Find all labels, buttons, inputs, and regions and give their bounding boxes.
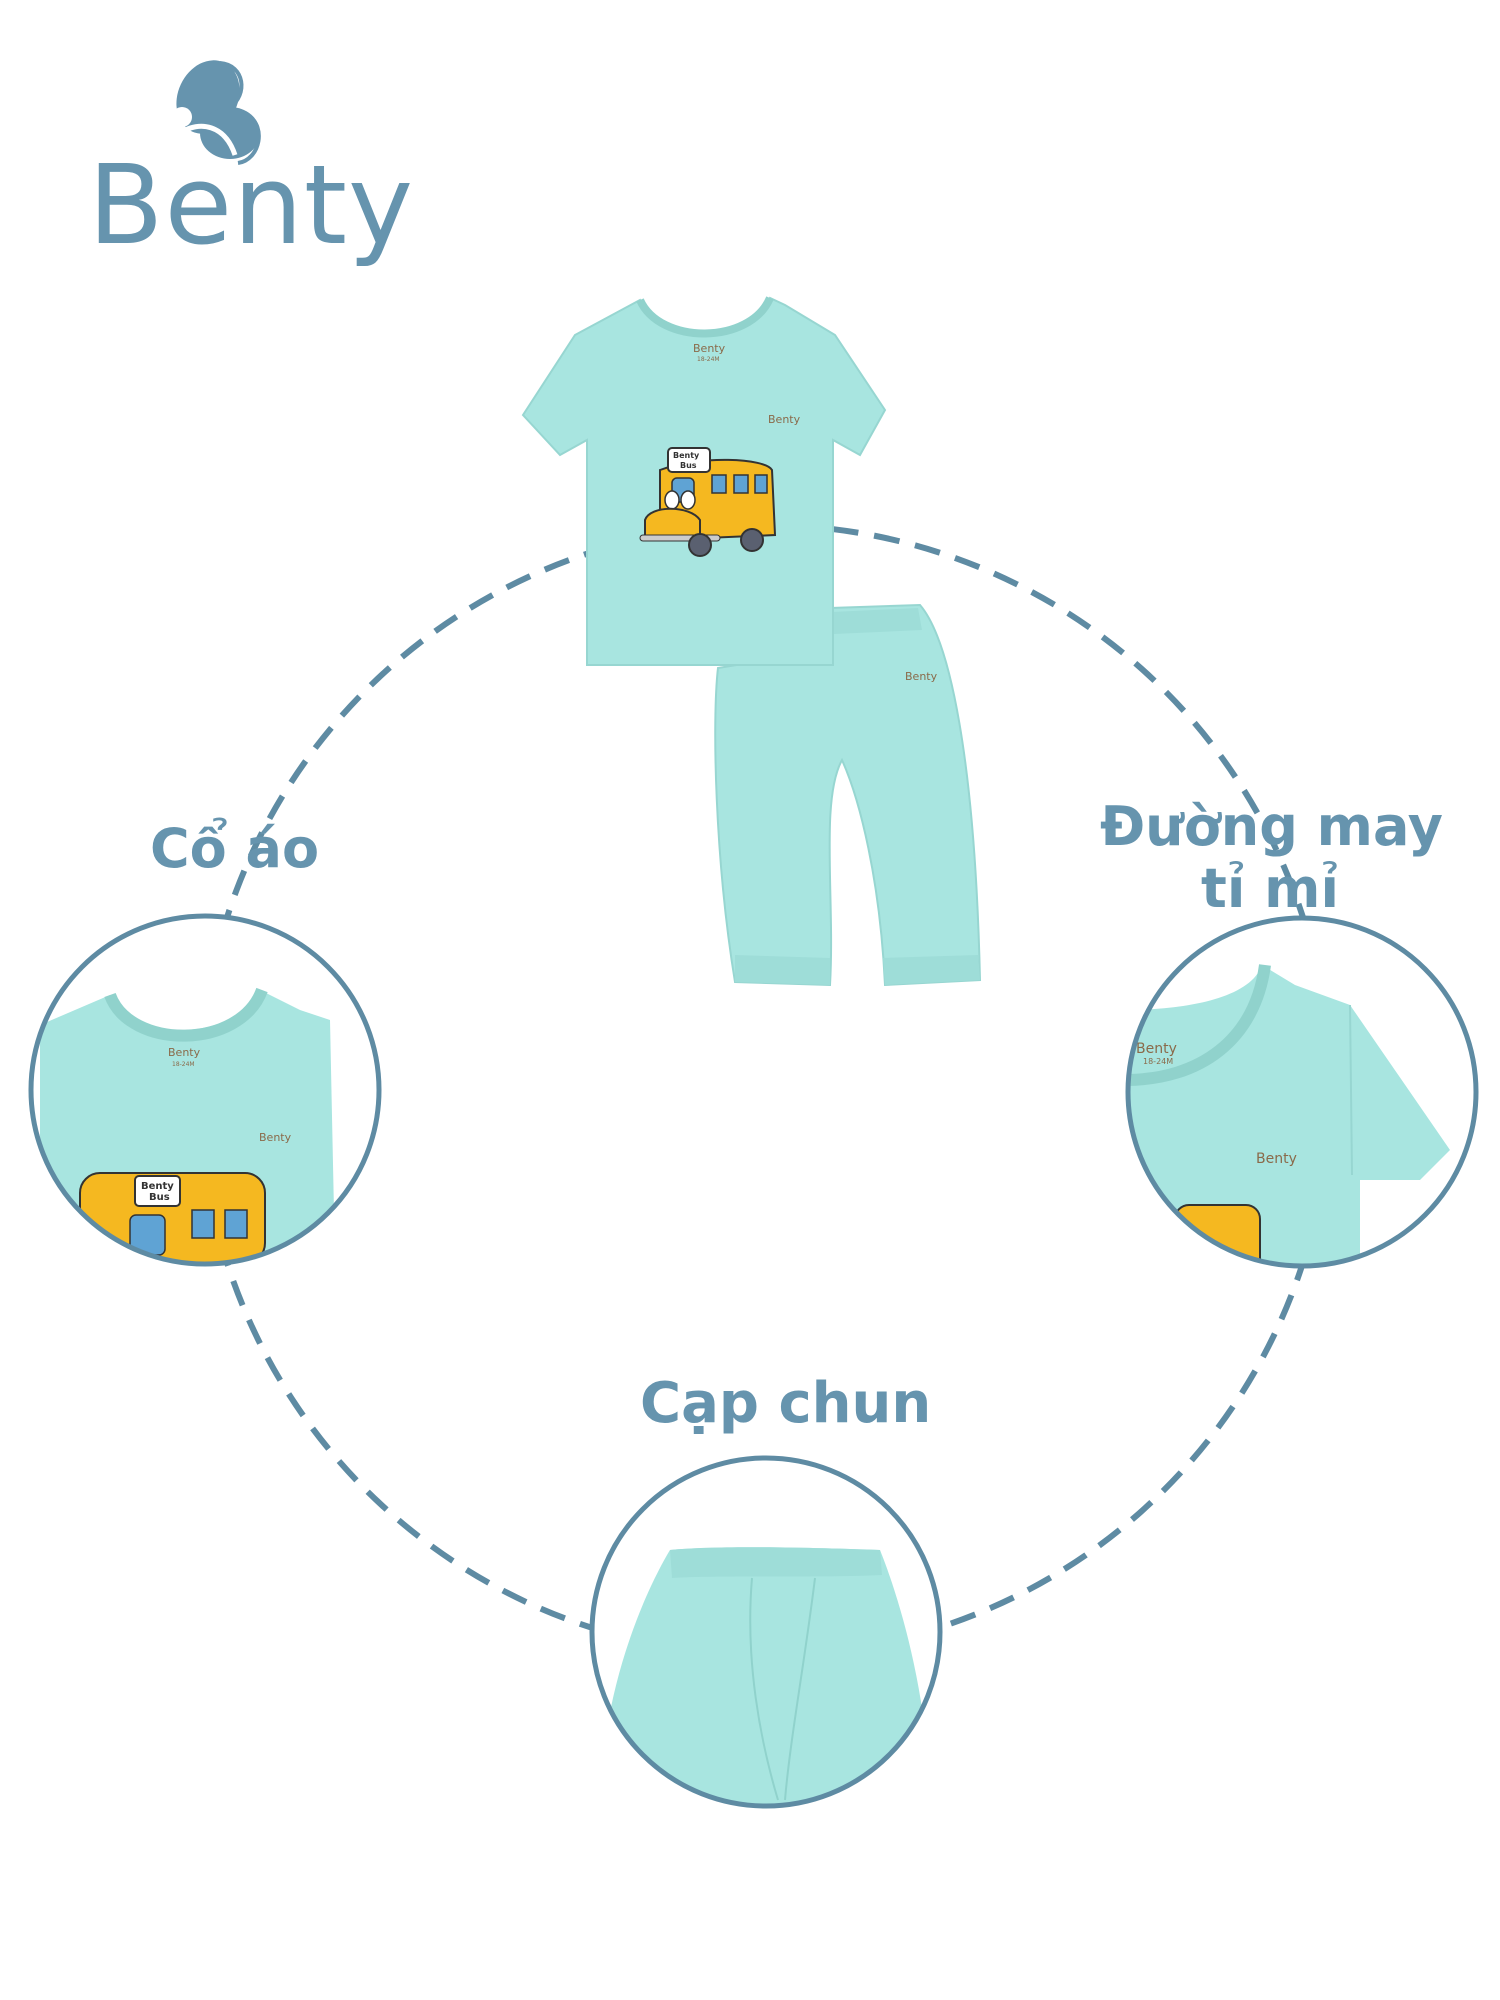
pants-image: Benty bbox=[714, 603, 982, 987]
collar-bus-sign-line2: Bus bbox=[149, 1192, 170, 1203]
collar-size-label: 18-24M bbox=[172, 1061, 195, 1068]
seam-chest-logo: Benty bbox=[1256, 1151, 1297, 1167]
butterfly-logo-icon bbox=[172, 60, 261, 165]
seam-neck-label: Benty bbox=[1136, 1041, 1177, 1057]
waistband-detail-circle bbox=[589, 1455, 943, 1809]
bus-print-icon: Benty Bus bbox=[639, 447, 777, 557]
feature-label-seam-line1: Đường may bbox=[1100, 795, 1443, 858]
collar-bus-sign-line1: Benty bbox=[141, 1181, 174, 1192]
brand-wordmark: Benty bbox=[88, 141, 415, 269]
seam-size-label: 18-24M bbox=[1143, 1057, 1173, 1066]
collar-detail-circle: Benty Bus Benty 18-24M Benty bbox=[28, 913, 382, 1267]
shirt-neck-label: Benty bbox=[693, 342, 726, 355]
feature-label-seam-line2: tỉ mỉ bbox=[1201, 857, 1339, 921]
shirt-image: Benty 18-24M Benty Benty Bus bbox=[521, 296, 887, 666]
collar-chest-logo: Benty bbox=[259, 1131, 292, 1144]
feature-label-seam: Đường may tỉ mỉ bbox=[1100, 795, 1443, 921]
feature-label-waistband: Cạp chun bbox=[640, 1371, 932, 1436]
brand-logo bbox=[160, 55, 270, 170]
shirt-chest-logo: Benty bbox=[768, 413, 801, 426]
collar-neck-label: Benty bbox=[168, 1046, 201, 1059]
pants-logo-text: Benty bbox=[905, 670, 938, 683]
bus-sign-line2: Bus bbox=[680, 461, 697, 470]
bus-sign-line1: Benty bbox=[673, 451, 700, 460]
shirt-size-label: 18-24M bbox=[697, 356, 720, 363]
seam-detail-circle: Benty 18-24M Benty bbox=[1125, 915, 1479, 1269]
feature-label-collar: Cổ áo bbox=[150, 817, 320, 880]
